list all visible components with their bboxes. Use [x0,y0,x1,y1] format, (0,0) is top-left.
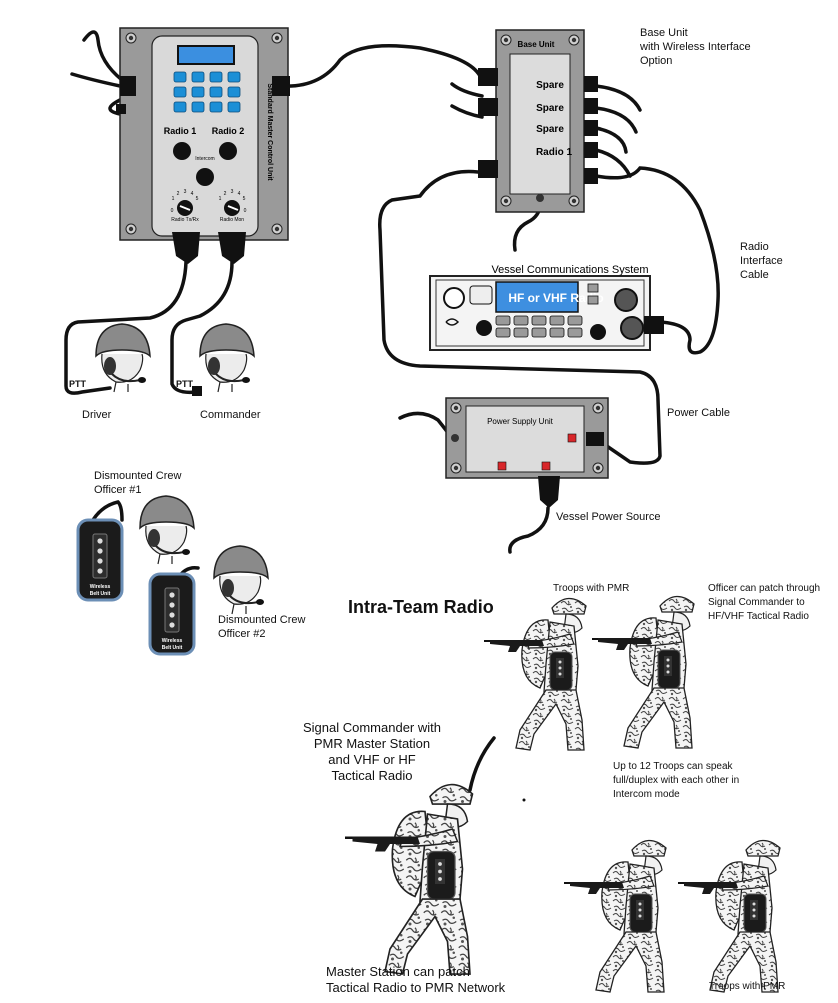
mcu-knob-scale-left: 1 2 3 4 5 0 [171,189,199,214]
svg-text:1: 1 [172,196,175,202]
officer1-headset [139,495,195,565]
driver-headset [95,323,151,393]
officer1-label: Dismounted Crew Officer #1 [94,470,182,496]
mcu-knob-left-label: Radio Tx/Rx [171,217,199,223]
base-unit: Base Unit Spare Spare Spare Radio 1 [478,29,598,213]
ptt-label-driver: PTT [69,379,86,389]
intra-team-title: Intra-Team Radio [348,597,494,617]
mcu-knob-right-label: Radio Mon [220,217,244,223]
soldier-top-right [591,595,695,749]
mcu-knob-scale-right: 1 2 3 4 5 0 [219,189,247,214]
keypad [173,71,241,113]
officer2-label: Dismounted Crew Officer #2 [218,614,306,640]
base-port-4: Radio 1 [536,147,573,158]
svg-text:2: 2 [177,191,180,197]
svg-text:0: 0 [244,208,247,214]
power-cable-label: Power Cable [667,407,730,419]
svg-text:1: 1 [219,196,222,202]
base-unit-caption: Base Unit with Wireless Interface Option [640,27,751,67]
officer-patch-note: Officer can patch through Signal Command… [708,583,821,622]
soldier-bottom-right [677,839,781,993]
vessel-radio-display: HF or VHF Radio [508,291,603,305]
svg-text:5: 5 [196,196,199,202]
psu-title: Power Supply Unit [487,417,554,426]
belt-unit-1 [76,518,124,602]
base-port-3: Spare [536,124,564,135]
up-to-12-note: Up to 12 Troops can speak full/duplex wi… [613,761,740,800]
power-supply-unit: Power Supply Unit [445,397,609,508]
troops-bottom-label: Troops with PMR [709,981,786,992]
soldier-bottom-left [563,839,667,993]
radio-interface-cable-label: Radio Interface Cable [740,241,783,281]
svg-text:5: 5 [243,196,246,202]
mcu-intercom-label: Intercom [195,156,214,162]
signal-commander-label: Signal Commander with PMR Master Station… [302,720,441,783]
svg-text:4: 4 [191,191,194,197]
master-patch-note: Master Station can patch Tactical Radio … [326,964,506,995]
officer2-headset [213,545,269,615]
vessel-comms-title: Vessel Communications System [491,264,648,276]
ptt-label-commander: PTT [176,379,193,389]
base-port-1: Spare [536,80,564,91]
svg-text:3: 3 [184,189,187,195]
svg-text:2: 2 [224,191,227,197]
mcu-name: Standard Master Control Unit [266,83,273,181]
vessel-power-source-label: Vessel Power Source [556,511,661,523]
soldier-top-left [483,597,587,751]
base-unit-title: Base Unit [518,40,555,49]
commander-label: Commander [200,409,261,421]
commander-headset [199,323,255,393]
svg-text:4: 4 [238,191,241,197]
mcu-radio1-label: Radio 1 [164,126,197,136]
belt-unit-2 [148,572,196,656]
troops-top-label: Troops with PMR [553,583,630,594]
base-port-2: Spare [536,103,564,114]
soldier-signal-commander [343,783,474,976]
svg-text:3: 3 [231,189,234,195]
vessel-communications-radio: HF or VHF Radio [429,275,664,351]
driver-label: Driver [82,409,112,421]
cables [64,30,720,792]
mcu-radio2-label: Radio 2 [212,126,245,136]
master-control-unit: Radio 1 Radio 2 Intercom 1 2 3 4 5 0 1 2… [116,27,290,264]
svg-text:0: 0 [171,208,174,214]
